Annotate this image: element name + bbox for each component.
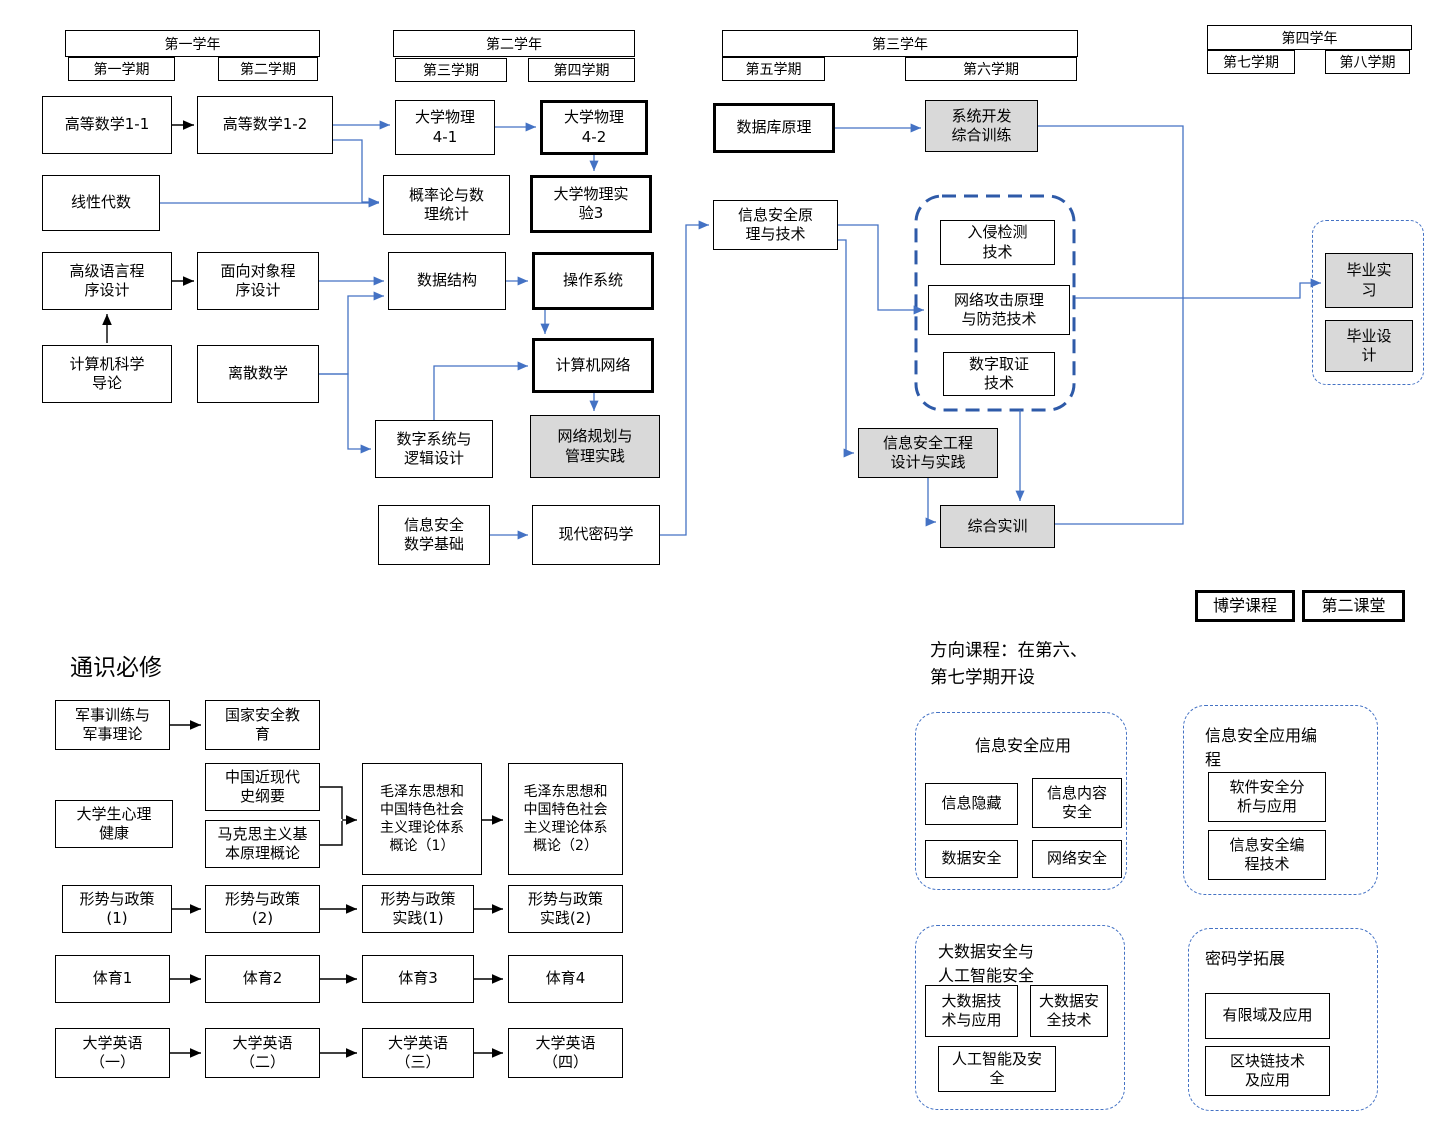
course-infosec-principles: 信息安全原 理与技术 bbox=[713, 200, 838, 250]
course-military-training: 军事训练与 军事理论 bbox=[55, 700, 170, 750]
course-modern-chinese-history: 中国近现代 史纲要 bbox=[205, 763, 320, 811]
course-math-1-1: 高等数学1-1 bbox=[42, 96, 172, 154]
course-english-4: 大学英语 （四） bbox=[508, 1028, 623, 1078]
direction-group-bigdata-ai-security-title: 大数据安全与 人工智能安全 bbox=[938, 942, 1035, 985]
course-discrete-math: 离散数学 bbox=[197, 345, 319, 403]
year-2-header: 第二学年 bbox=[393, 30, 635, 57]
course-computer-networks: 计算机网络 bbox=[532, 338, 654, 393]
edge-isecprinciples-isecengineering bbox=[838, 239, 854, 458]
course-high-level-language: 高级语言程 序设计 bbox=[42, 252, 172, 310]
semester-8-header: 第八学期 bbox=[1325, 50, 1410, 74]
course-information-hiding: 信息隐藏 bbox=[925, 783, 1018, 825]
course-linear-algebra: 线性代数 bbox=[42, 175, 160, 231]
semester-1-header: 第一学期 bbox=[68, 57, 175, 81]
semester-5-header: 第五学期 bbox=[722, 57, 825, 81]
course-english-3: 大学英语 （三） bbox=[362, 1028, 474, 1078]
course-bigdata-security-tech: 大数据安 全技术 bbox=[1030, 985, 1108, 1037]
course-student-mental-health: 大学生心理 健康 bbox=[55, 800, 173, 848]
semester-3-header: 第三学期 bbox=[395, 58, 507, 82]
semester-4-header: 第四学期 bbox=[528, 58, 635, 82]
course-database-principles: 数据库原理 bbox=[713, 103, 835, 153]
course-policy-2: 形势与政策 (2) bbox=[205, 885, 320, 933]
course-infosec-programming-tech: 信息安全编 程技术 bbox=[1208, 830, 1326, 880]
course-graduation-design: 毕业设 计 bbox=[1325, 320, 1413, 372]
edge-isecprinciples-attack bbox=[838, 224, 924, 315]
general-required-title: 通识必修 bbox=[70, 655, 162, 681]
course-cs-introduction: 计算机科学 导论 bbox=[42, 345, 172, 403]
course-network-planning-practice: 网络规划与 管理实践 bbox=[530, 415, 660, 478]
direction-group-infosec-programming bbox=[1183, 705, 1378, 895]
semester-6-header: 第六学期 bbox=[905, 57, 1077, 81]
edge-discrete-digitallogic bbox=[319, 373, 371, 454]
course-digital-logic: 数字系统与 逻辑设计 bbox=[375, 420, 493, 478]
course-physics-4-2: 大学物理 4-2 bbox=[540, 100, 648, 155]
edge-digitallogic-networks bbox=[433, 361, 528, 420]
course-comprehensive-training: 综合实训 bbox=[940, 505, 1055, 548]
year-3-header: 第三学年 bbox=[722, 30, 1078, 57]
edge-discrete-datastructures bbox=[319, 291, 384, 375]
course-intrusion-detection: 入侵检测 技术 bbox=[940, 220, 1055, 265]
course-pe-3: 体育3 bbox=[362, 955, 474, 1003]
legend-boxue-course: 博学课程 bbox=[1195, 590, 1295, 622]
semester-2-header: 第二学期 bbox=[218, 57, 318, 81]
edge-history-merge bbox=[320, 786, 343, 819]
edge-isecengineering-training bbox=[925, 478, 936, 527]
course-graduation-internship: 毕业实 习 bbox=[1325, 253, 1413, 308]
year-4-header: 第四学年 bbox=[1207, 25, 1412, 50]
course-infosec-engineering-practice: 信息安全工程 设计与实践 bbox=[858, 428, 998, 478]
course-network-security: 网络安全 bbox=[1032, 840, 1122, 878]
course-oop: 面向对象程 序设计 bbox=[197, 252, 319, 310]
direction-group-infosec-application-title: 信息安全应用 bbox=[974, 736, 1071, 755]
course-data-security: 数据安全 bbox=[925, 840, 1018, 878]
course-modern-cryptography: 现代密码学 bbox=[532, 505, 660, 565]
graduation-group-container bbox=[1312, 220, 1424, 385]
course-physics-4-1: 大学物理 4-1 bbox=[395, 100, 495, 155]
course-math-1-2: 高等数学1-2 bbox=[197, 96, 333, 154]
direction-group-bigdata-ai-security bbox=[915, 925, 1125, 1110]
legend-second-classroom: 第二课堂 bbox=[1302, 590, 1405, 622]
course-policy-practice-1: 形势与政策 实践(1) bbox=[362, 885, 474, 933]
course-system-dev-training: 系统开发 综合训练 bbox=[925, 100, 1038, 152]
edge-training-junction bbox=[1055, 298, 1184, 525]
course-physics-lab-3: 大学物理实 验3 bbox=[530, 175, 652, 233]
direction-group-infosec-application bbox=[915, 712, 1127, 890]
course-pe-1: 体育1 bbox=[55, 955, 170, 1003]
course-bigdata-technology: 大数据技 术与应用 bbox=[925, 985, 1018, 1037]
course-pe-2: 体育2 bbox=[205, 955, 320, 1003]
edge-crypto-isecprinciples bbox=[660, 220, 709, 536]
course-information-content-security: 信息内容 安全 bbox=[1032, 778, 1122, 828]
year-1-header: 第一学年 bbox=[65, 30, 320, 57]
course-mao-theory-1: 毛泽东思想和 中国特色社会 主义理论体系 概论（1） bbox=[362, 763, 482, 875]
course-software-security-analysis: 软件安全分 析与应用 bbox=[1208, 772, 1326, 822]
course-english-1: 大学英语 （一） bbox=[55, 1028, 170, 1078]
edge-junction-graduation bbox=[1183, 278, 1321, 299]
course-policy-practice-2: 形势与政策 实践(2) bbox=[508, 885, 623, 933]
course-mao-theory-2: 毛泽东思想和 中国特色社会 主义理论体系 概论（2） bbox=[508, 763, 623, 875]
direction-group-cryptography-extension bbox=[1188, 928, 1378, 1111]
course-pe-4: 体育4 bbox=[508, 955, 623, 1003]
course-network-attack-defense: 网络攻击原理 与防范技术 bbox=[928, 285, 1070, 335]
edge-sysdev-junction bbox=[1038, 125, 1184, 298]
course-probability-statistics: 概率论与数 理统计 bbox=[383, 175, 510, 235]
direction-group-cryptography-extension-title: 密码学拓展 bbox=[1205, 949, 1286, 968]
direction-group-infosec-programming-title: 信息安全应用编 程 bbox=[1205, 726, 1318, 769]
course-marxism-principles: 马克思主义基 本原理概论 bbox=[205, 820, 320, 868]
course-data-structures: 数据结构 bbox=[388, 252, 506, 310]
course-operating-systems: 操作系统 bbox=[532, 252, 654, 310]
semester-7-header: 第七学期 bbox=[1207, 50, 1295, 74]
course-digital-forensics: 数字取证 技术 bbox=[943, 352, 1055, 396]
course-infosec-math: 信息安全 数学基础 bbox=[378, 505, 490, 565]
course-finite-fields: 有限域及应用 bbox=[1205, 993, 1330, 1039]
edge-marxism-merge bbox=[320, 821, 343, 846]
edge-math12-probability bbox=[333, 139, 379, 207]
course-blockchain-technology: 区块链技术 及应用 bbox=[1205, 1046, 1330, 1096]
course-ai-and-security: 人工智能及安 全 bbox=[938, 1046, 1056, 1092]
course-policy-1: 形势与政策 (1) bbox=[62, 885, 172, 933]
course-english-2: 大学英语 （二） bbox=[205, 1028, 320, 1078]
course-national-security-education: 国家安全教 育 bbox=[205, 700, 320, 750]
direction-courses-note: 方向课程：在第六、 第七学期开设 bbox=[930, 641, 1088, 689]
